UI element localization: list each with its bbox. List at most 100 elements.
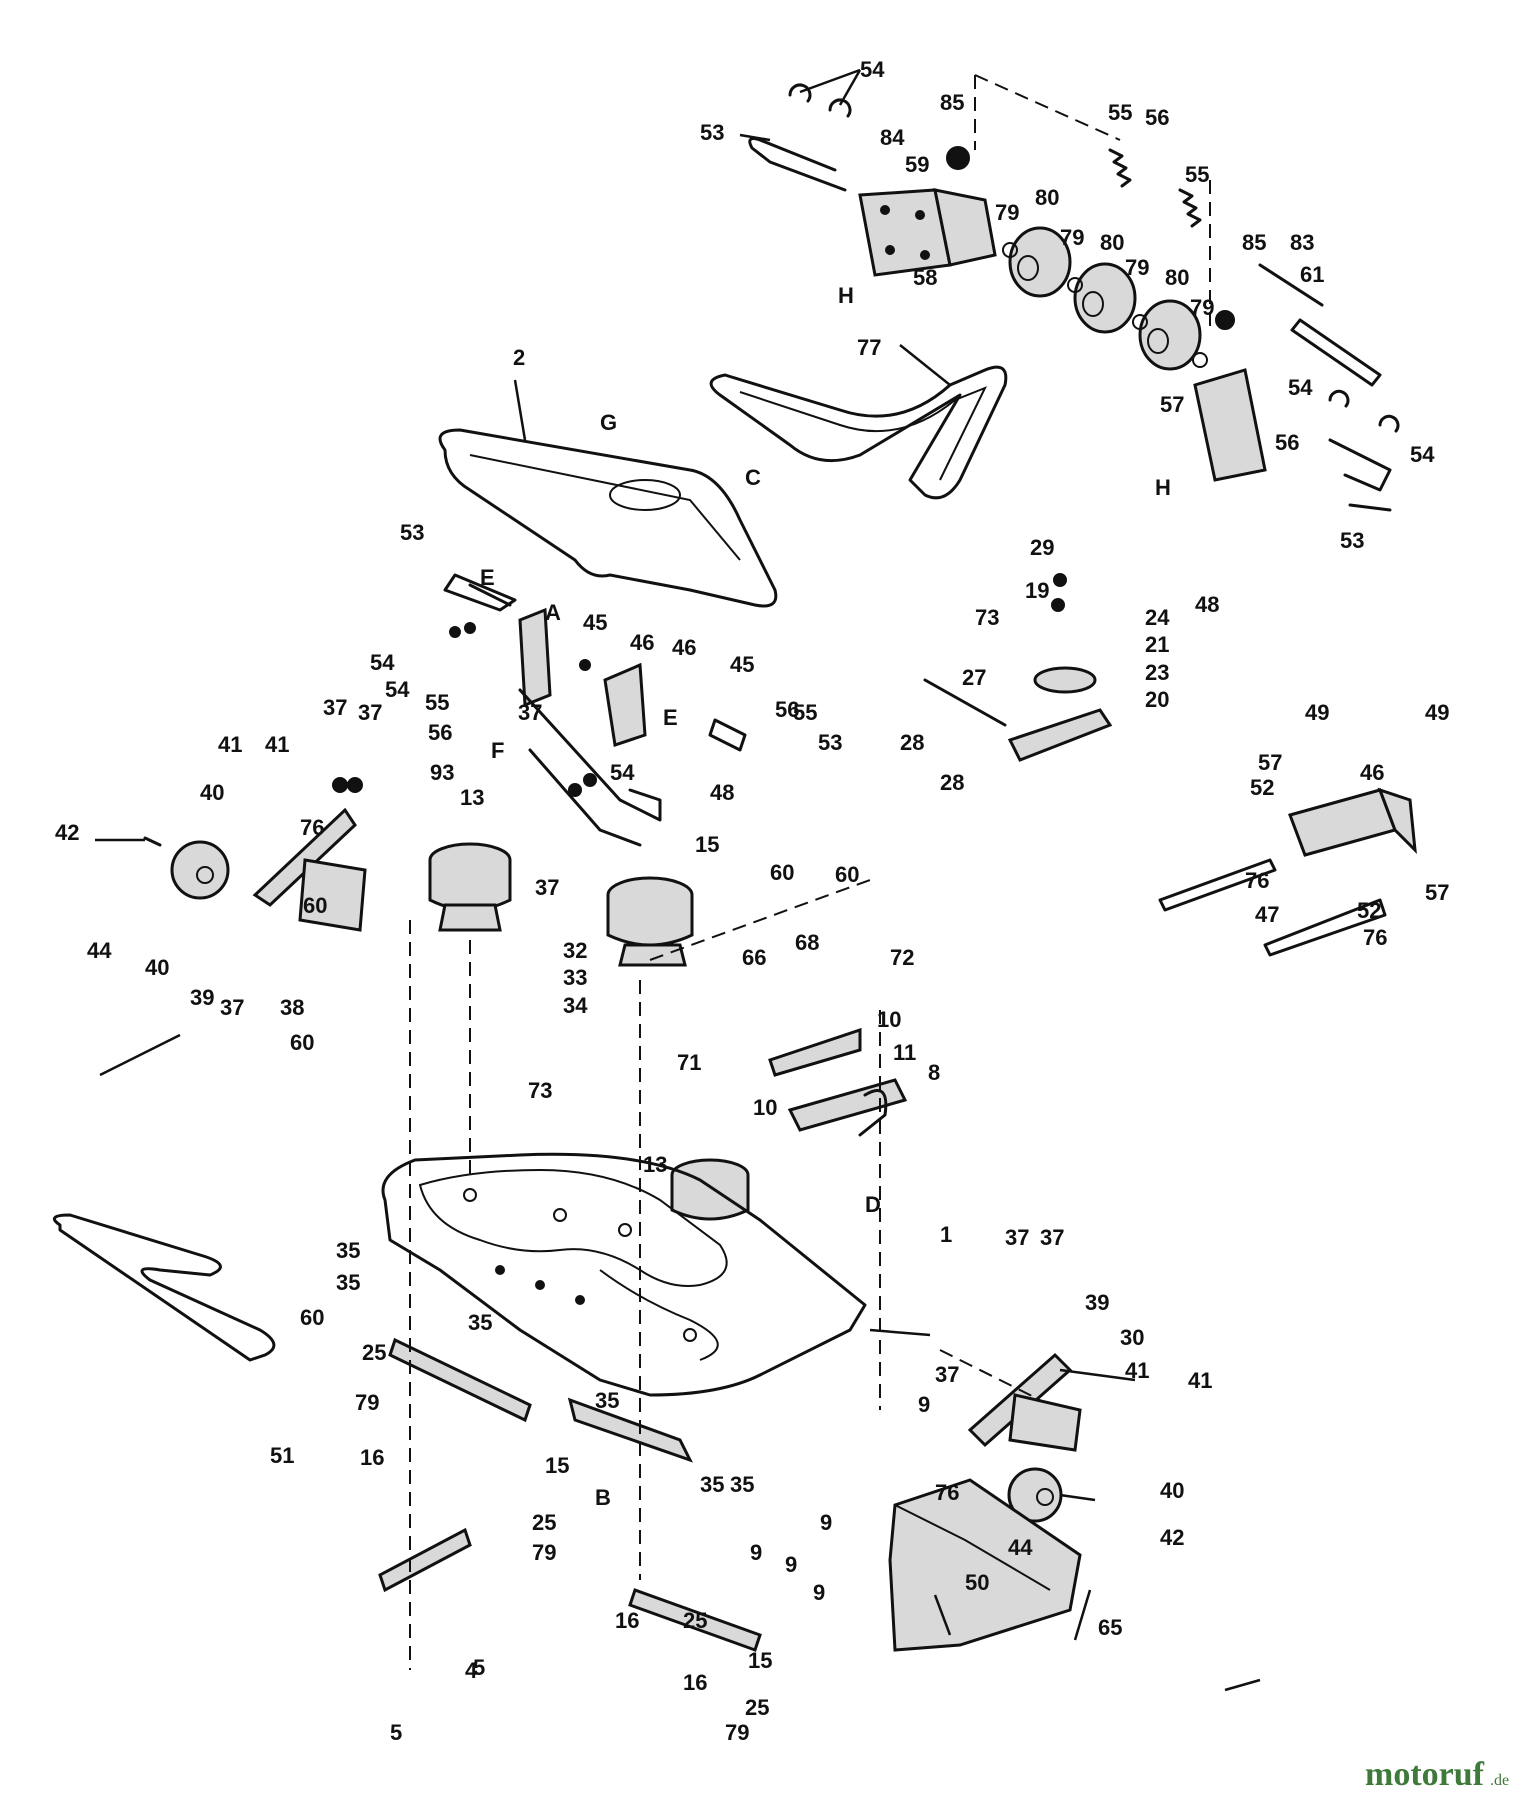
callout-21: 23 — [1145, 660, 1169, 685]
callout-58: 58 — [913, 265, 937, 290]
callout-63: 65 — [1098, 1615, 1122, 1640]
callout-23: 24 — [1145, 605, 1170, 630]
callout-53d: 54 — [370, 650, 395, 675]
callout-35e: 37 — [220, 995, 244, 1020]
callout-57: 57 — [1160, 392, 1184, 417]
callout-85b: 85 — [1242, 230, 1266, 255]
callout-18d: 25 — [745, 1695, 769, 1720]
callout-56: 56 — [1275, 430, 1299, 455]
callout-41: 45 — [583, 610, 607, 635]
spindle-pulleys — [428, 842, 750, 1221]
callout-84: 84 — [880, 125, 905, 150]
callout-42: 46 — [630, 630, 654, 655]
callout-77c: 79 — [1125, 255, 1149, 280]
callout-71b: 76 — [1363, 925, 1387, 950]
callout-54: 56 — [1145, 105, 1169, 130]
roller-assembly — [748, 74, 1400, 512]
callout-35d: 37 — [358, 700, 382, 725]
callout-80c: 80 — [1165, 265, 1189, 290]
callout-9b: 9 — [785, 1552, 797, 1577]
callout-37c: 40 — [1160, 1478, 1184, 1503]
callout-68: 72 — [890, 945, 914, 970]
ref-letter-c: C — [745, 465, 761, 490]
callout-60b: 60 — [290, 1030, 314, 1055]
callout-60: 60 — [303, 893, 327, 918]
callout-79c: 79 — [725, 1720, 749, 1745]
ref-letter-f: F — [491, 738, 504, 763]
callout-33: 38 — [280, 995, 304, 1020]
watermark-logo: motoruf .de — [1365, 1756, 1509, 1793]
ref-letter-g: G — [600, 410, 617, 435]
idler-bracket-group — [443, 573, 747, 847]
callout-35: 37 — [518, 700, 542, 725]
callout-39: 42 — [55, 820, 79, 845]
callout-34e: 35 — [700, 1472, 724, 1497]
callout-71: 76 — [1245, 868, 1269, 893]
callout-49b: 52 — [1357, 898, 1381, 923]
callout-38d: 41 — [1188, 1368, 1212, 1393]
callout-5: 5 — [473, 1655, 485, 1680]
callout-38b: 41 — [265, 732, 289, 757]
callout-61: 61 — [1300, 262, 1324, 287]
discharge-chute-63 — [888, 1478, 1082, 1652]
callout-9d: 9 — [750, 1540, 762, 1565]
deck-belt-48 — [52, 1213, 276, 1362]
callout-12: 13 — [460, 785, 484, 810]
callout-73b: 76 — [935, 1480, 959, 1505]
callout-10: 10 — [877, 1007, 901, 1032]
callout-8: 8 — [928, 1060, 940, 1085]
callout-18b: 25 — [532, 1510, 556, 1535]
callout-16c: 16 — [683, 1670, 707, 1695]
deck-brackets — [768, 1027, 908, 1137]
callout-34c: 35 — [468, 1310, 492, 1335]
callout-52b: 55 — [1185, 162, 1209, 187]
callout-34b: 35 — [336, 1270, 360, 1295]
ref-letter-h-right: H — [1155, 475, 1171, 500]
callout-51: 53 — [700, 120, 724, 145]
callout-15b: 15 — [748, 1648, 772, 1673]
chute-decal-50: 50 — [965, 1570, 989, 1595]
callout-80: 80 — [1035, 185, 1059, 210]
callout-93: 93 — [430, 760, 454, 785]
callout-34: 35 — [336, 1238, 360, 1263]
callout-77: 79 — [995, 200, 1019, 225]
callout-24: 27 — [962, 665, 986, 690]
callout-1: 1 — [940, 1222, 952, 1247]
callout-38: 41 — [218, 732, 242, 757]
callout-40: 44 — [87, 938, 112, 963]
callout-28: 32 — [563, 938, 587, 963]
callout-27: 28 — [900, 730, 924, 755]
callout-37: 40 — [200, 780, 224, 805]
callout-26: 29 — [1030, 535, 1054, 560]
callout-41b: 45 — [730, 652, 754, 677]
callout-35c: 37 — [323, 695, 347, 720]
idler-arm — [923, 573, 1113, 762]
callout-53c: 54 — [1410, 442, 1435, 467]
callout-60d: 60 — [835, 862, 859, 887]
callout-79: 79 — [355, 1390, 379, 1415]
callout-11: 11 — [893, 1040, 916, 1065]
callout-35f: 37 — [1005, 1225, 1029, 1250]
ref-letter-h-left: H — [838, 283, 854, 308]
callout-34f: 35 — [730, 1472, 754, 1497]
callout-15: 15 — [545, 1453, 569, 1478]
callout-48: 51 — [270, 1443, 294, 1468]
drive-belt-76 — [709, 365, 1008, 500]
callout-85: 85 — [940, 90, 964, 115]
callout-77b: 79 — [1060, 225, 1084, 250]
callout-44: 46 — [1360, 760, 1384, 785]
callout-49: 52 — [1250, 775, 1274, 800]
callout-9e: 9 — [918, 1392, 930, 1417]
callout-12b: 13 — [643, 1152, 667, 1177]
callout-5b: 5 — [390, 1720, 402, 1745]
callout-35b: 37 — [535, 875, 559, 900]
reference-letters: G C A E E F D B H H — [480, 283, 1171, 1510]
callout-37b: 40 — [145, 955, 169, 980]
callout-18c: 25 — [683, 1608, 707, 1633]
callout-54c: 56 — [775, 697, 799, 722]
callout-19: 20 — [1145, 687, 1169, 712]
callout-17: 19 — [1025, 578, 1049, 603]
callout-9c: 9 — [820, 1510, 832, 1535]
callout-55: 57 — [1258, 750, 1282, 775]
